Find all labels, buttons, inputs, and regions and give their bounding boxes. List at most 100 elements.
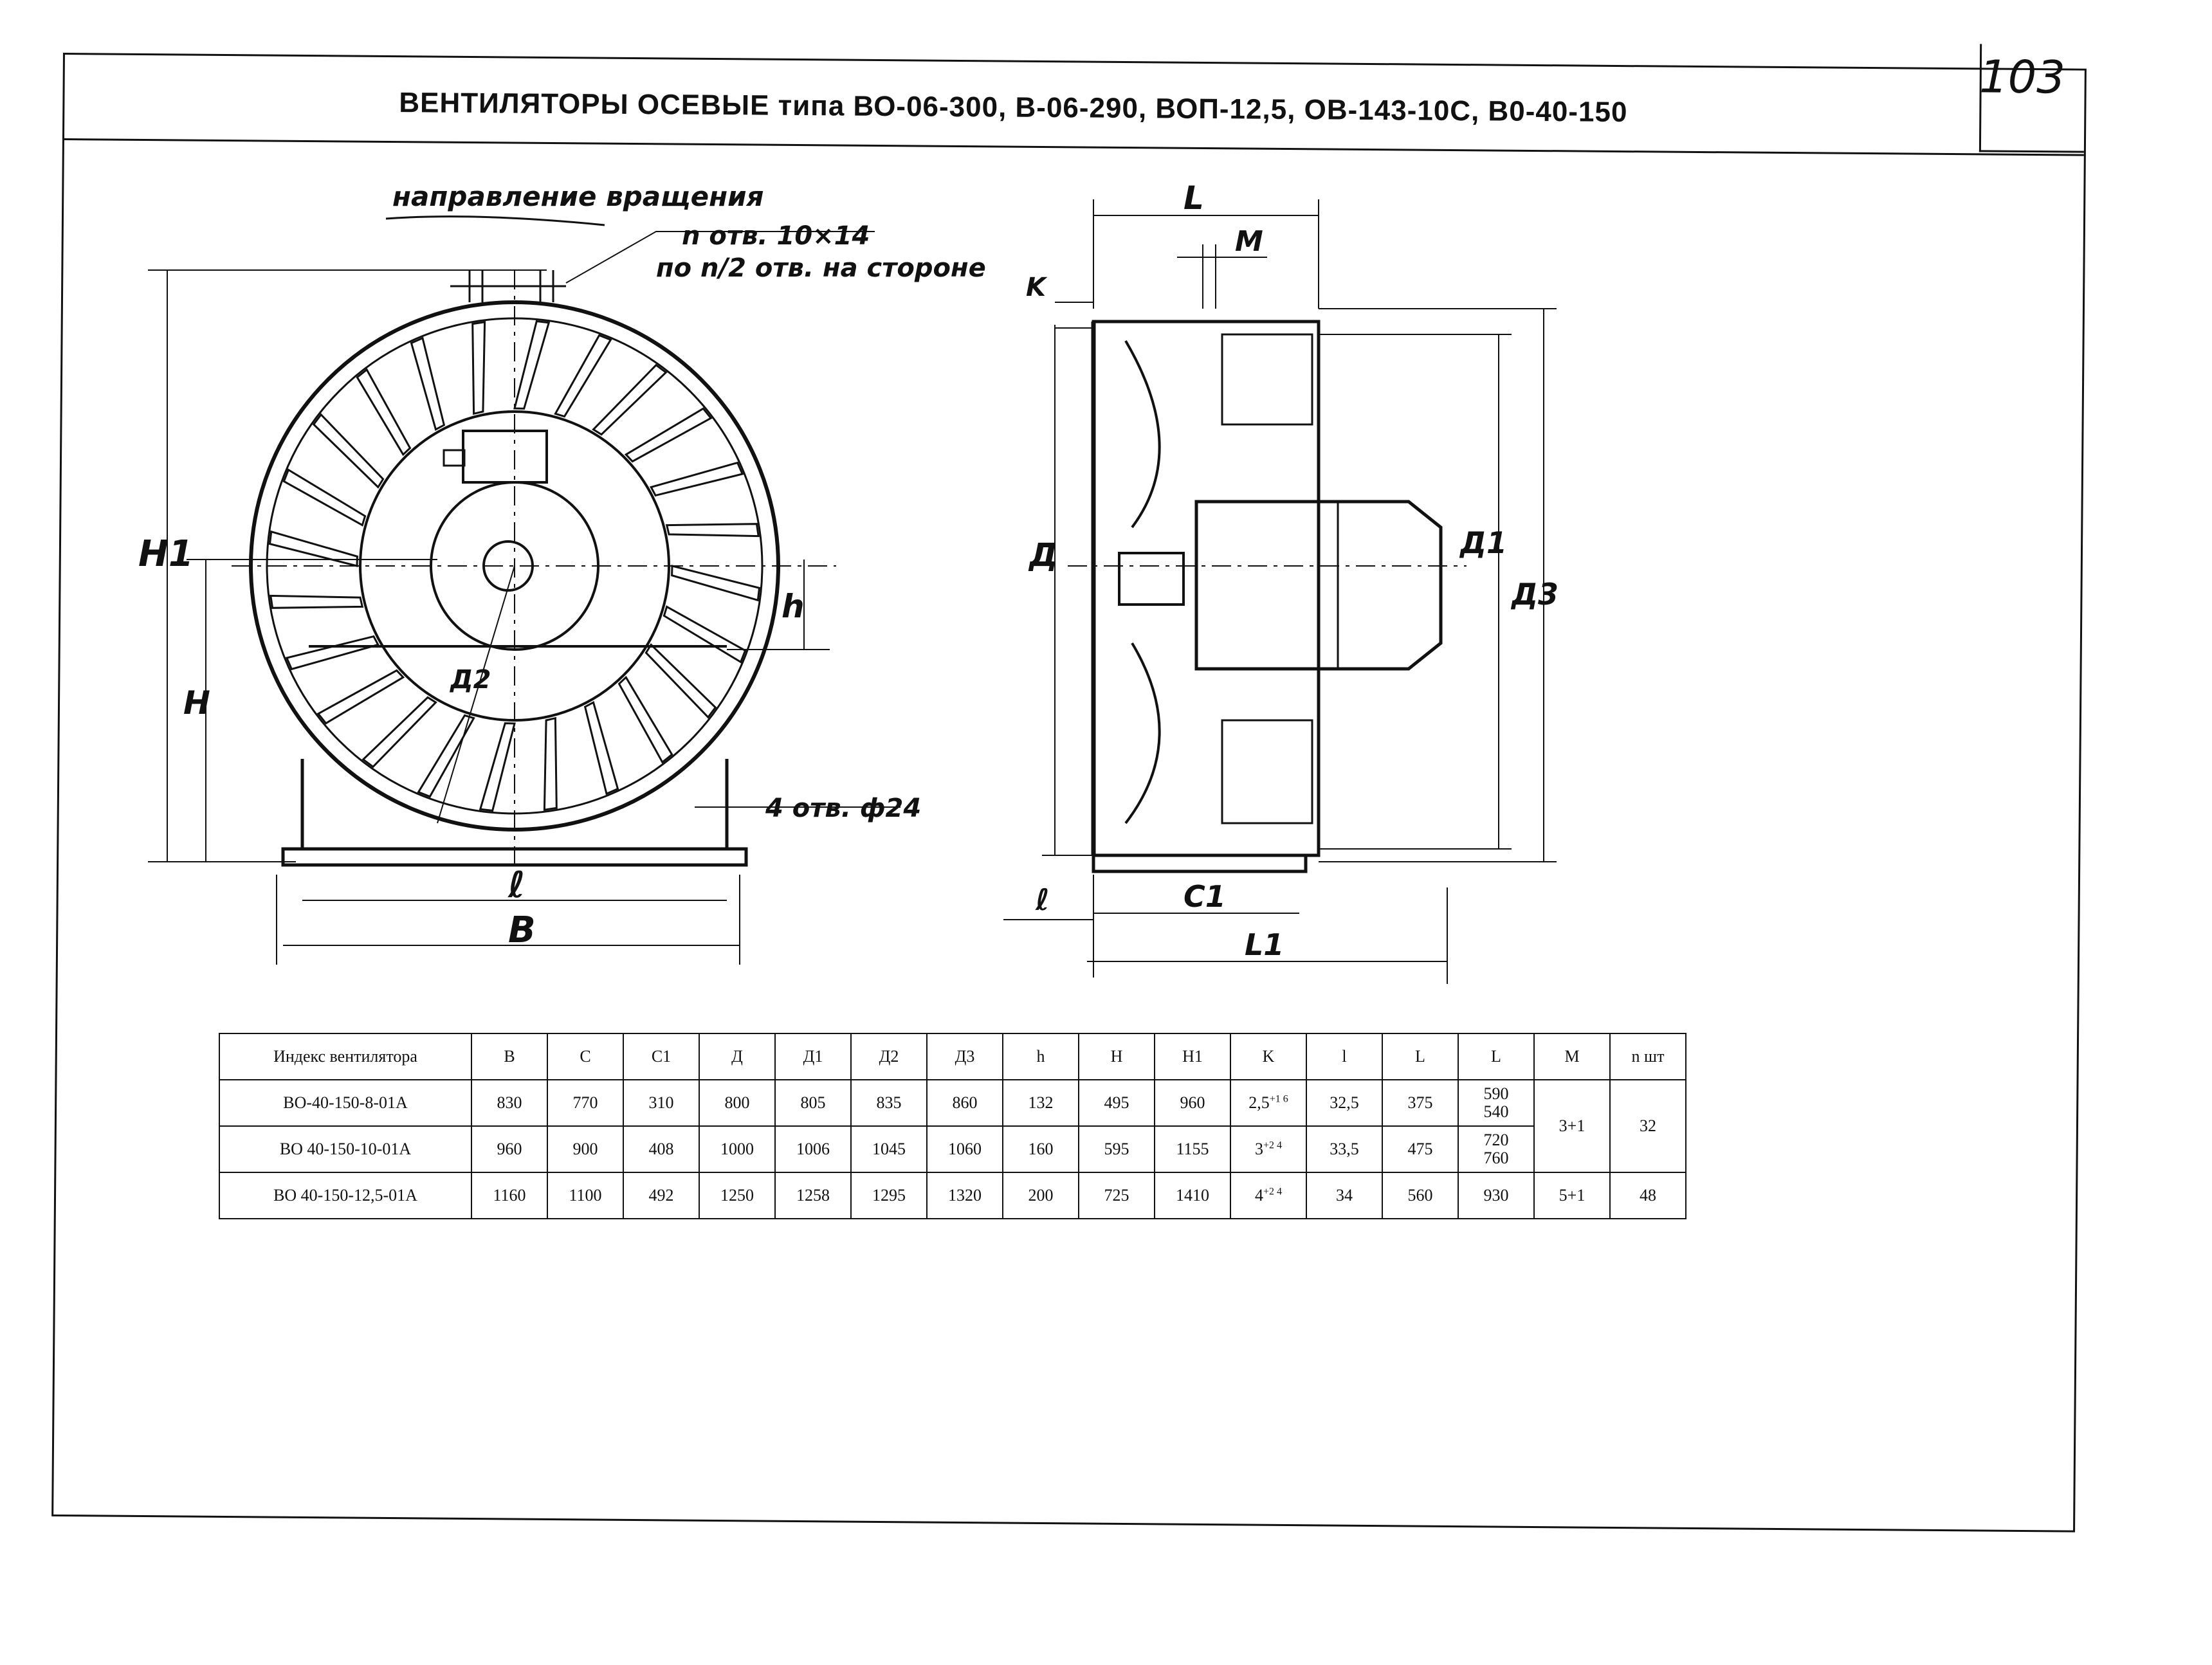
l2-bottom: 760 [1483, 1149, 1509, 1167]
cell-n: 48 [1609, 1172, 1686, 1219]
dim-D3 [1319, 308, 1557, 862]
cell-D2: 835 [850, 1079, 928, 1127]
guide-vane [644, 643, 717, 719]
cell-D1: 1258 [774, 1172, 852, 1219]
k-value: 4 [1254, 1186, 1263, 1205]
table-row: ВО 40-150-12,5-01А 1160 1100 492 1250 12… [219, 1172, 1686, 1219]
cell-l: 32,5 [1306, 1079, 1383, 1127]
header-L-2: L [1458, 1033, 1535, 1080]
guide-vane [583, 700, 619, 796]
guide-vane [417, 714, 475, 798]
cell-C1: 408 [623, 1125, 700, 1173]
guide-vane [479, 722, 516, 812]
dim-H [187, 559, 437, 862]
cell-H1: 1410 [1154, 1172, 1231, 1219]
header-D: Д [699, 1033, 776, 1080]
dim-K [1055, 302, 1093, 329]
cell-L: 560 [1382, 1172, 1459, 1219]
cell-D2: 1045 [850, 1125, 928, 1173]
label-D: Д [1028, 536, 1058, 574]
cell-H: 495 [1078, 1079, 1155, 1127]
dimensions-table: Индекс вентилятора B C C1 Д Д1 Д2 Д3 h H… [219, 1033, 1686, 1219]
dim-h [727, 560, 830, 650]
guide-vane [543, 716, 558, 811]
k-tolerance: +2 4 [1263, 1140, 1283, 1151]
rotation-arrow [385, 215, 605, 226]
dim-D2 [437, 565, 515, 824]
side-view [1003, 199, 1557, 984]
dim-L1 [1087, 887, 1448, 984]
cell-h: 132 [1002, 1079, 1079, 1127]
cell-D: 1250 [699, 1172, 776, 1219]
guide-vane [356, 368, 412, 457]
terminal-box [462, 430, 548, 484]
front-view [148, 215, 900, 965]
cell-H1: 1155 [1154, 1125, 1231, 1173]
dim-B [276, 875, 740, 965]
guide-vane [592, 363, 668, 436]
label-L: L [1184, 179, 1204, 217]
cell-C: 770 [547, 1079, 624, 1127]
header-L: L [1382, 1033, 1459, 1080]
guide-vane [316, 669, 405, 725]
guide-vane [285, 635, 380, 671]
header-H: H [1078, 1033, 1155, 1080]
label-l-side: ℓ [1035, 882, 1050, 917]
header-index: Индекс вентилятора [219, 1033, 472, 1080]
cell-D1: 1006 [774, 1125, 852, 1173]
header-l: l [1306, 1033, 1383, 1080]
dim-D1 [1319, 334, 1512, 850]
cell-index: ВО 40-150-12,5-01А [219, 1172, 472, 1219]
cell-D3: 860 [926, 1079, 1003, 1127]
label-holes-side: по n/2 отв. на стороне [656, 253, 986, 283]
k-tolerance: +2 4 [1263, 1186, 1283, 1197]
dim-H1 [148, 269, 547, 862]
guide-vane [663, 605, 747, 664]
k-value: 2,5 [1248, 1093, 1270, 1112]
label-K: K [1026, 273, 1048, 302]
motor-body [1194, 500, 1443, 671]
guide-vane [282, 468, 367, 527]
cell-C: 900 [547, 1125, 624, 1173]
guide-vane [624, 407, 713, 463]
label-D1: Д1 [1459, 525, 1507, 560]
front-centerlines [232, 270, 836, 868]
cell-n-merged: 32 [1609, 1079, 1686, 1173]
header-B: B [471, 1033, 548, 1080]
header-C: C [547, 1033, 624, 1080]
casing-outline [1092, 320, 1321, 857]
support-legs [300, 759, 729, 849]
label-B: B [508, 909, 536, 951]
dim-M [1177, 244, 1267, 309]
cell-H: 595 [1078, 1125, 1155, 1173]
cell-D3: 1320 [926, 1172, 1003, 1219]
label-H: H [183, 684, 210, 722]
header-M: M [1533, 1033, 1611, 1080]
label-H1: H1 [138, 533, 194, 575]
cell-C1: 310 [623, 1079, 700, 1127]
dim-L [1093, 199, 1319, 309]
cell-l: 34 [1306, 1172, 1383, 1219]
header-D1: Д1 [774, 1033, 852, 1080]
holes-leader [565, 231, 875, 284]
guide-vane [554, 334, 612, 418]
cell-M-merged: 3+1 [1533, 1079, 1611, 1173]
l2-top: 720 [1483, 1131, 1509, 1149]
guide-vane [410, 336, 446, 432]
cell-H: 725 [1078, 1172, 1155, 1219]
cell-index: ВО 40-150-10-01А [219, 1125, 472, 1173]
cell-D: 800 [699, 1079, 776, 1127]
cell-C1: 492 [623, 1172, 700, 1219]
cell-h: 160 [1002, 1125, 1079, 1173]
label-M: M [1235, 225, 1263, 258]
guide-vane [312, 413, 385, 489]
cell-D: 1000 [699, 1125, 776, 1173]
label-holes-top: n отв. 10×14 [682, 221, 870, 251]
guide-vane [471, 321, 486, 415]
label-rotation-direction: направление вращения [392, 181, 763, 212]
cell-B: 830 [471, 1079, 548, 1127]
impeller-blades [1124, 340, 1161, 824]
k-tolerance: +1 6 [1269, 1093, 1288, 1105]
hub [1118, 552, 1185, 606]
